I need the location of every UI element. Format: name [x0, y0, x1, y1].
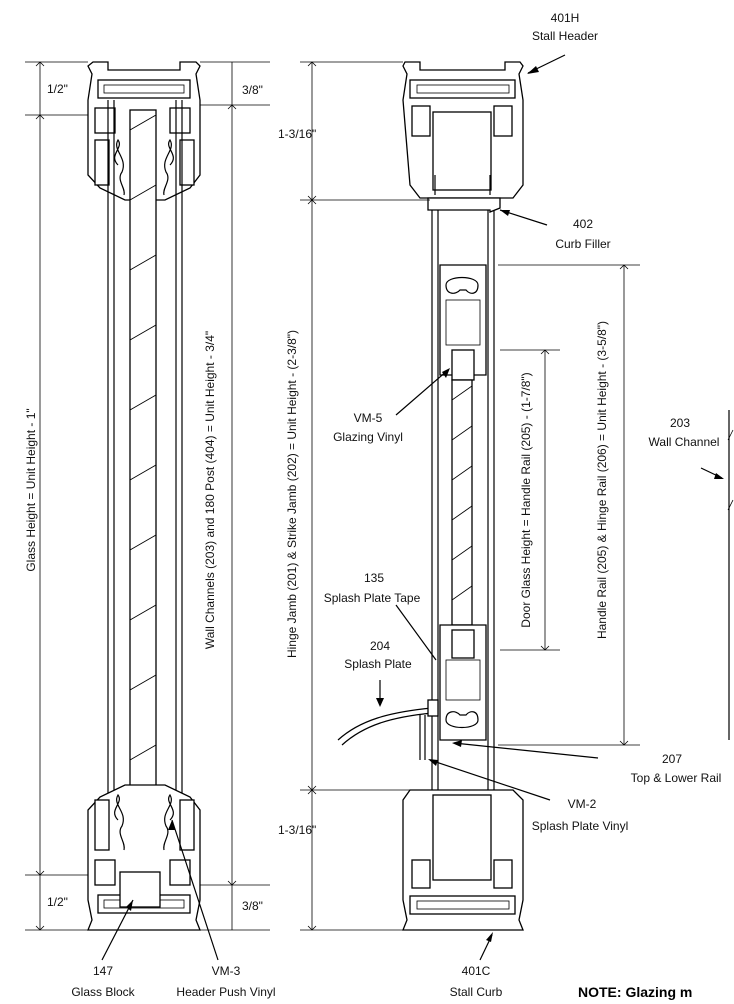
callout-402-code: 402	[573, 217, 593, 231]
callout-401c-code: 401C	[462, 964, 491, 978]
callout-401h-code: 401H	[551, 11, 580, 25]
callout-vm2-code: VM-2	[568, 797, 597, 811]
callout-401h-name: Stall Header	[532, 29, 598, 43]
left-glass	[129, 109, 157, 881]
callout-147-name: Glass Block	[71, 985, 135, 999]
callout-207-code: 207	[662, 752, 682, 766]
dim-bottom-left: 1/2"	[47, 895, 68, 909]
callout-401c-name: Stall Curb	[450, 985, 503, 999]
callout-204-name: Splash Plate	[344, 657, 412, 671]
jamb-height-label: Hinge Jamb (201) & Strike Jamb (202) = U…	[285, 330, 299, 658]
callout-203-code: 203	[670, 416, 690, 430]
dim-top-1-3-16: 1-3/16"	[278, 127, 316, 141]
callout-207-name: Top & Lower Rail	[631, 771, 722, 785]
middle-assembly	[300, 54, 734, 961]
callout-vm5-code: VM-5	[354, 411, 383, 425]
callout-147-code: 147	[93, 964, 113, 978]
callout-135-code: 135	[364, 571, 384, 585]
callout-vm3-code: VM-3	[212, 964, 241, 978]
callout-vm3-name: Header Push Vinyl	[176, 985, 275, 999]
splash-plate	[337, 707, 433, 741]
left-assembly	[25, 61, 270, 961]
callout-402-name: Curb Filler	[555, 237, 610, 251]
left-header-inner	[97, 79, 191, 99]
callout-204-code: 204	[370, 639, 390, 653]
callout-135-name: Splash Plate Tape	[324, 591, 421, 605]
dim-bottom-right: 3/8"	[242, 899, 263, 913]
handle-rail-label: Handle Rail (205) & Hinge Rail (206) = U…	[595, 321, 609, 639]
callout-vm2-name: Splash Plate Vinyl	[532, 819, 629, 833]
dim-top-right: 3/8"	[242, 83, 263, 97]
glass-height-label: Glass Height = Unit Height - 1"	[24, 408, 38, 571]
door-glass-height-label: Door Glass Height = Handle Rail (205) - …	[519, 372, 533, 627]
curb-filler	[427, 197, 501, 213]
callout-vm5-name: Glazing Vinyl	[333, 430, 403, 444]
wall-channels-label: Wall Channels (203) and 180 Post (404) =…	[203, 331, 217, 649]
dim-top-left: 1/2"	[47, 82, 68, 96]
glass-block	[119, 871, 161, 908]
note-text: NOTE: Glazing m	[578, 984, 692, 1000]
dim-bottom-1-3-16: 1-3/16"	[278, 823, 316, 837]
callout-203-name: Wall Channel	[649, 435, 720, 449]
